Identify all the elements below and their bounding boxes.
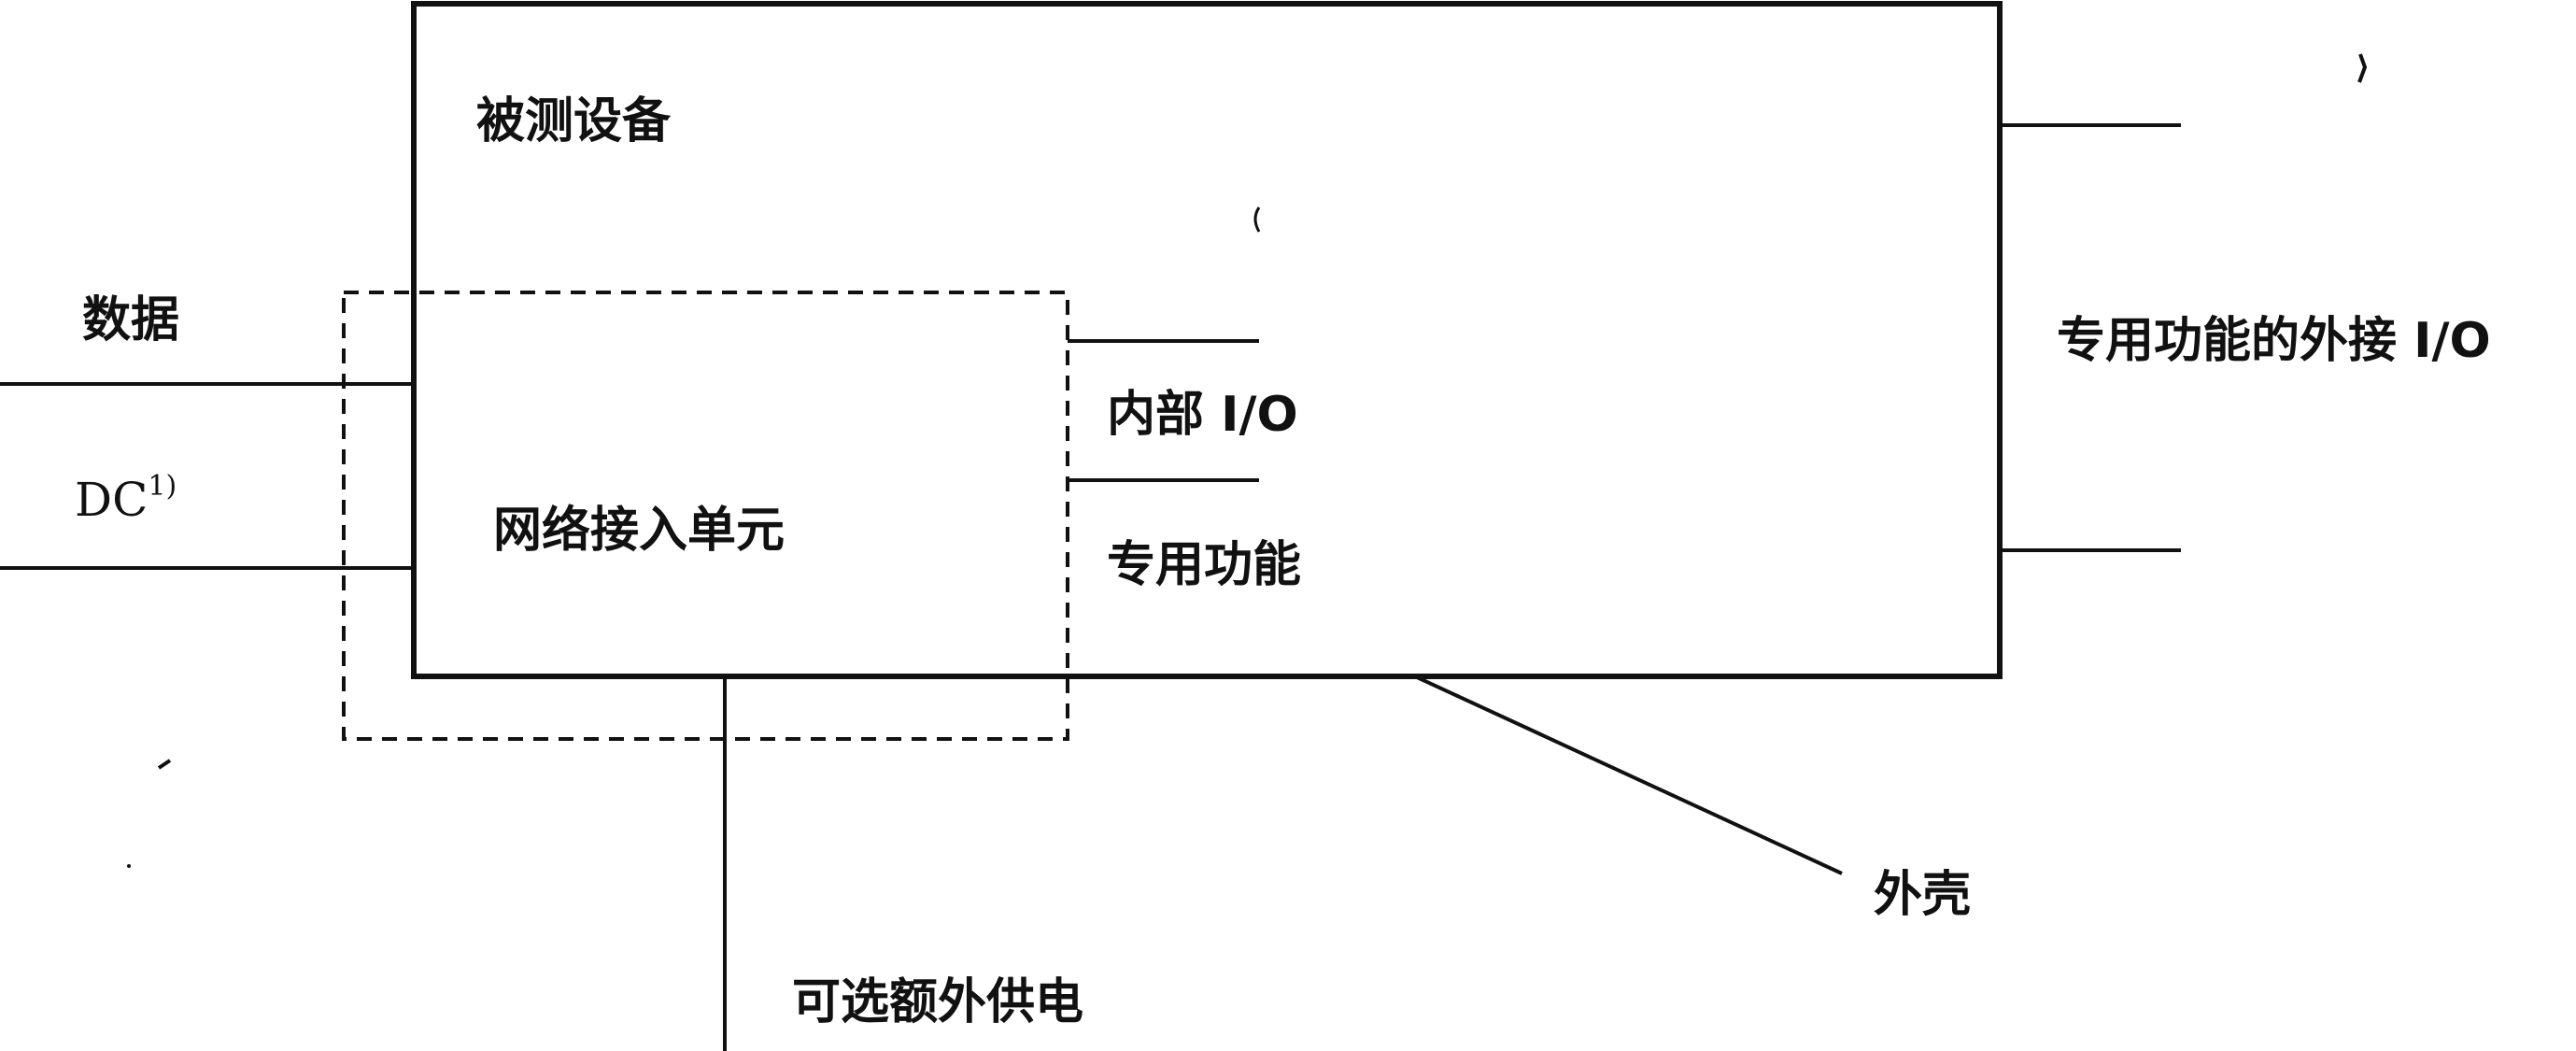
scan-mark [157, 759, 172, 770]
eut-label: 被测设备 [476, 93, 672, 149]
network-access-unit-label: 网络接入单元 [493, 503, 785, 559]
scan-mark [2357, 53, 2368, 83]
internal-io-label: 内部 I/O [1107, 387, 1298, 443]
network-access-unit-box [342, 291, 1069, 741]
dc-label: DC1) [75, 470, 177, 527]
scan-mark [127, 864, 131, 868]
enclosure-label: 外壳 [1874, 867, 1971, 923]
eut-box [411, 1, 2003, 679]
enclosure-leader-line [1414, 675, 1843, 875]
scan-mark [1253, 206, 1261, 233]
dc-footnote-mark: 1) [148, 470, 177, 503]
optional-power-label: 可选额外供电 [792, 974, 1083, 1030]
external-io-label: 专用功能的外接 I/O [2057, 313, 2491, 369]
dedicated-function-label: 专用功能 [1107, 537, 1301, 593]
data-label: 数据 [82, 292, 179, 348]
